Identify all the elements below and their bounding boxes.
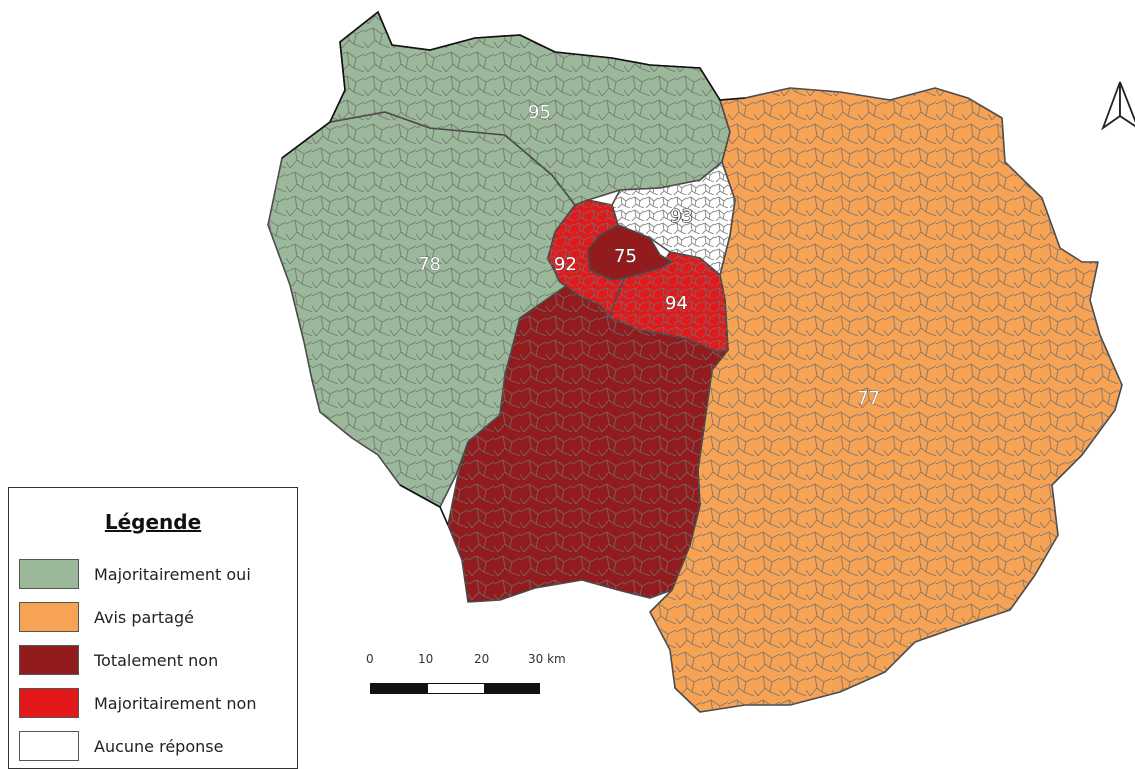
scale-bar: 0 10 20 30 km xyxy=(360,652,580,702)
scale-segment-2 xyxy=(427,683,485,694)
department-77 xyxy=(649,87,1123,713)
north-arrow-icon xyxy=(1101,81,1135,131)
label-95: 95 xyxy=(528,102,551,123)
label-93: 93 xyxy=(670,206,693,227)
scale-tick-10: 10 xyxy=(418,652,434,666)
legend-swatch xyxy=(19,645,79,675)
legend-label: Totalement non xyxy=(94,650,219,670)
legend-swatch xyxy=(19,731,79,761)
legend-item-totalement-non: Totalement non xyxy=(19,642,218,678)
department-94 xyxy=(609,251,729,353)
legend-swatch xyxy=(19,602,79,632)
label-94: 94 xyxy=(665,293,688,314)
department-93 xyxy=(611,161,736,276)
label-92: 92 xyxy=(554,254,577,275)
label-75: 75 xyxy=(614,246,637,267)
label-78: 78 xyxy=(418,254,441,275)
scale-tick-30km: 30 km xyxy=(528,652,566,666)
scale-segment-1 xyxy=(370,683,428,694)
label-77: 77 xyxy=(857,388,880,409)
legend-label: Majoritairement oui xyxy=(94,564,251,584)
legend-label: Aucune réponse xyxy=(94,736,224,756)
legend-item-majoritairement-non: Majoritairement non xyxy=(19,685,256,721)
legend-swatch xyxy=(19,559,79,589)
legend-label: Majoritairement non xyxy=(94,693,257,713)
legend-item-avis-partage: Avis partagé xyxy=(19,599,194,635)
legend-label: Avis partagé xyxy=(94,607,194,627)
legend-title: Légende xyxy=(104,510,202,534)
department-75 xyxy=(587,224,673,281)
legend-swatch xyxy=(19,688,79,718)
legend: Légende Majoritairement oui Avis partagé… xyxy=(8,487,298,769)
department-91 xyxy=(447,285,729,603)
legend-item-majoritairement-oui: Majoritairement oui xyxy=(19,556,251,592)
scale-segment-3 xyxy=(484,683,540,694)
department-78 xyxy=(267,111,576,508)
scale-tick-0: 0 xyxy=(366,652,374,666)
scale-tick-20: 20 xyxy=(474,652,490,666)
legend-item-aucune-reponse: Aucune réponse xyxy=(19,728,223,764)
